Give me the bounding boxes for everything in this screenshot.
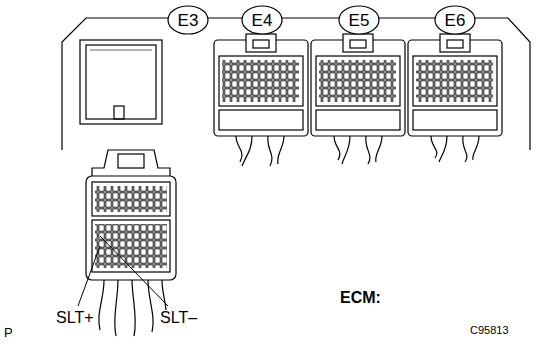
oval-shape xyxy=(242,6,282,34)
e5-plug xyxy=(311,34,405,164)
callout-oval: E4 xyxy=(241,5,283,35)
leader-line xyxy=(78,246,100,306)
oval-shape xyxy=(168,6,208,34)
callout-oval: E6 xyxy=(434,5,476,35)
ecm-housing xyxy=(62,18,530,150)
connector-code: E4 xyxy=(252,12,273,29)
connector-code: E6 xyxy=(445,12,466,29)
callout-oval: E5 xyxy=(338,5,380,35)
part-name: ECM: xyxy=(340,290,381,306)
connector-code: E5 xyxy=(349,12,370,29)
connector-code: E3 xyxy=(178,12,199,29)
oval-shape xyxy=(339,6,379,34)
loose-connector xyxy=(86,150,176,336)
page-mark: P xyxy=(4,326,13,339)
e4-plug xyxy=(214,34,308,166)
figure-code: C95813 xyxy=(470,325,509,336)
signal-name: SLT– xyxy=(160,310,197,326)
callout-oval: E3 xyxy=(167,5,209,35)
signal-name: SLT+ xyxy=(56,310,94,326)
e6-plug xyxy=(408,34,502,162)
e3-socket xyxy=(80,40,162,124)
leader-line xyxy=(100,236,168,306)
oval-shape xyxy=(435,6,475,34)
